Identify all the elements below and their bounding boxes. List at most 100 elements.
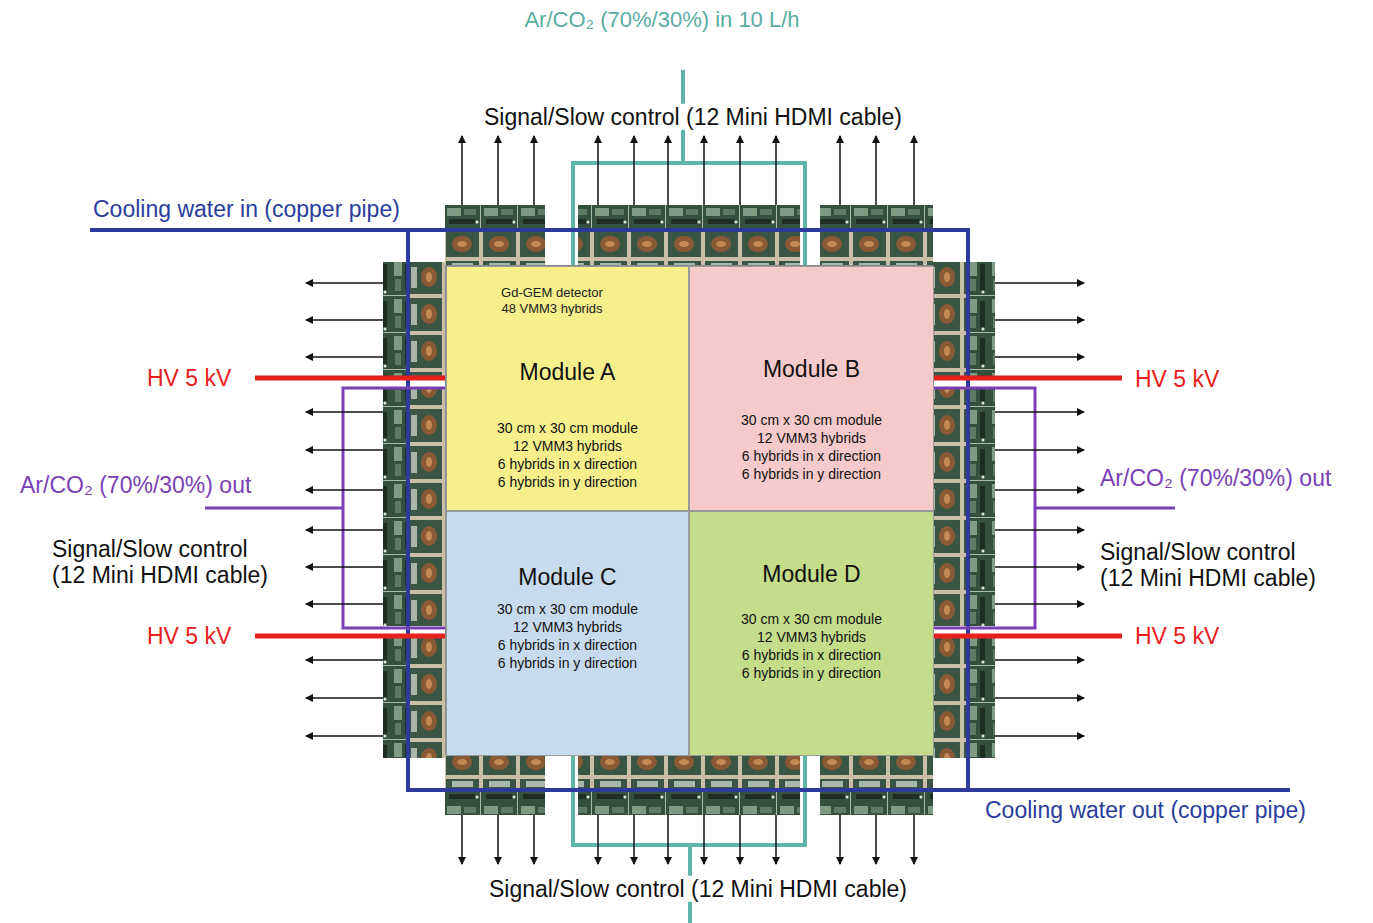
signal-cable-arrow: [739, 815, 741, 864]
signal-cable-arrow: [995, 282, 1084, 284]
signal-cable-arrow: [667, 136, 669, 205]
signal-cable-arrow: [306, 566, 383, 568]
hv-cable: [933, 376, 1122, 381]
gas-outlet-label: Ar/CO₂ (70%/30%) out: [1097, 465, 1334, 491]
module-title: Module C: [447, 564, 688, 590]
module-spec: 12 VMM3 hybrids: [690, 628, 933, 646]
signal-cable-arrow: [995, 529, 1084, 531]
signal-cable-arrow: [306, 136, 1084, 864]
hv-cable: [933, 634, 1122, 639]
signal-cable-arrow: [633, 136, 635, 205]
cable-label: Signal/Slow control (12 Mini HDMI cable): [1097, 539, 1331, 592]
signal-cable-arrow: [461, 815, 463, 864]
module-spec: 30 cm x 30 cm module: [690, 610, 933, 628]
cooling-pipe: [90, 230, 968, 790]
module-spec: 12 VMM3 hybrids: [447, 437, 688, 455]
signal-cable-arrow: [633, 815, 635, 864]
signal-cable-arrow: [703, 136, 705, 205]
module-spec: 6 hybrids in x direction: [447, 455, 688, 473]
module-box: Module B30 cm x 30 cm module12 VMM3 hybr…: [689, 266, 934, 511]
gas-inlet-label: Ar/CO₂ (70%/30%) in 10 L/h: [521, 7, 802, 32]
signal-cable-arrow: [306, 356, 383, 358]
hv-label: HV 5 kV: [144, 623, 234, 649]
module-spec-list: 30 cm x 30 cm module12 VMM3 hybrids6 hyb…: [447, 419, 688, 491]
vmm3-hybrid-board: [445, 205, 545, 228]
hv-label: HV 5 kV: [1132, 366, 1222, 392]
gas-outlet-pipe: [343, 388, 445, 628]
module-title: Module D: [690, 561, 933, 587]
signal-cable-arrow: [875, 815, 877, 864]
vmm3-hybrid-board: [820, 205, 933, 228]
module-spec: 6 hybrids in y direction: [447, 654, 688, 672]
module-box: Module C 30 cm x 30 cm module12 VMM3 hybr…: [446, 511, 689, 756]
vmm3-hybrid-board: [820, 755, 933, 792]
detector-frame: Gd-GEM detector 48 VMM3 hybridsModule A3…: [445, 265, 933, 755]
module-spec-list: 30 cm x 30 cm module12 VMM3 hybrids6 hyb…: [690, 411, 933, 483]
cable-label: Signal/Slow control (12 Mini HDMI cable): [486, 876, 910, 902]
signal-cable-arrow: [839, 136, 841, 205]
module-spec: 30 cm x 30 cm module: [447, 419, 688, 437]
module-spec: 30 cm x 30 cm module: [447, 600, 688, 618]
module-spec: 12 VMM3 hybrids: [690, 429, 933, 447]
vmm3-hybrid-board: [933, 634, 968, 758]
signal-cable-arrow: [775, 136, 777, 205]
signal-cable-arrow: [913, 815, 915, 864]
vmm3-hybrid-board: [445, 792, 545, 815]
signal-cable-arrow: [306, 282, 383, 284]
signal-cable-arrow: [306, 319, 383, 321]
signal-cable-arrow: [306, 659, 383, 661]
hv-label: HV 5 kV: [144, 365, 234, 391]
signal-cable-arrow: [306, 411, 383, 413]
hv-cable: [255, 376, 445, 381]
vmm3-hybrid-board: [968, 262, 995, 380]
vmm3-hybrid-board: [578, 792, 800, 815]
signal-cable-arrow: [775, 815, 777, 864]
vmm3-hybrid-board: [410, 388, 445, 626]
gas-outlet-pipe: [205, 507, 343, 510]
signal-cable-arrow: [995, 489, 1084, 491]
module-spec-list: 30 cm x 30 cm module12 VMM3 hybrids 6 hyb…: [447, 600, 688, 672]
signal-cable-arrow: [667, 815, 669, 864]
module-spec: 12 VMM3 hybrids: [447, 618, 688, 636]
module-spec: 6 hybrids in x direction: [690, 646, 933, 664]
vmm3-hybrid-board: [820, 792, 933, 815]
vmm3-hybrid-board: [578, 755, 800, 792]
vmm3-hybrid-board: [383, 262, 410, 380]
signal-cable-arrow: [533, 815, 535, 864]
vmm3-hybrid-board: [383, 205, 995, 815]
signal-cable-arrow: [995, 449, 1084, 451]
signal-cable-arrow: [739, 136, 741, 205]
hv-label: HV 5 kV: [1132, 623, 1222, 649]
signal-cable-arrow: [995, 603, 1084, 605]
module-spec: 6 hybrids in y direction: [447, 473, 688, 491]
signal-cable-arrow: [995, 697, 1084, 699]
signal-cable-arrow: [306, 449, 383, 451]
signal-cable-arrow: [306, 603, 383, 605]
signal-cable-arrow: [995, 659, 1084, 661]
signal-cable-arrow: [913, 136, 915, 205]
signal-cable-arrow: [995, 319, 1084, 321]
module-spec: 6 hybrids in x direction: [690, 447, 933, 465]
cooling-pipe: [90, 230, 1290, 790]
cooling-pipe: [408, 230, 1290, 790]
gas-outlet-pipe: [1035, 507, 1175, 510]
hv-cable: [255, 634, 445, 639]
vmm3-hybrid-board: [820, 228, 933, 265]
module-box: Module D 30 cm x 30 cm module12 VMM3 hybr…: [689, 511, 934, 756]
vmm3-hybrid-board: [968, 388, 995, 626]
module-title: Module A: [447, 359, 688, 385]
module-spec: 30 cm x 30 cm module: [690, 411, 933, 429]
signal-cable-arrow: [995, 356, 1084, 358]
vmm3-hybrid-board: [578, 205, 800, 228]
vmm3-hybrid-board: [445, 755, 545, 792]
signal-cable-arrow: [597, 136, 599, 205]
signal-cable-arrow: [995, 411, 1084, 413]
signal-cable-arrow: [461, 136, 463, 205]
signal-cable-arrow: [995, 566, 1084, 568]
module-spec: 6 hybrids in y direction: [690, 465, 933, 483]
signal-cable-arrow: [839, 815, 841, 864]
signal-cable-arrow: [306, 735, 383, 737]
vmm3-hybrid-board: [445, 228, 545, 265]
gas-outlet-label: Ar/CO₂ (70%/30%) out: [17, 472, 254, 498]
